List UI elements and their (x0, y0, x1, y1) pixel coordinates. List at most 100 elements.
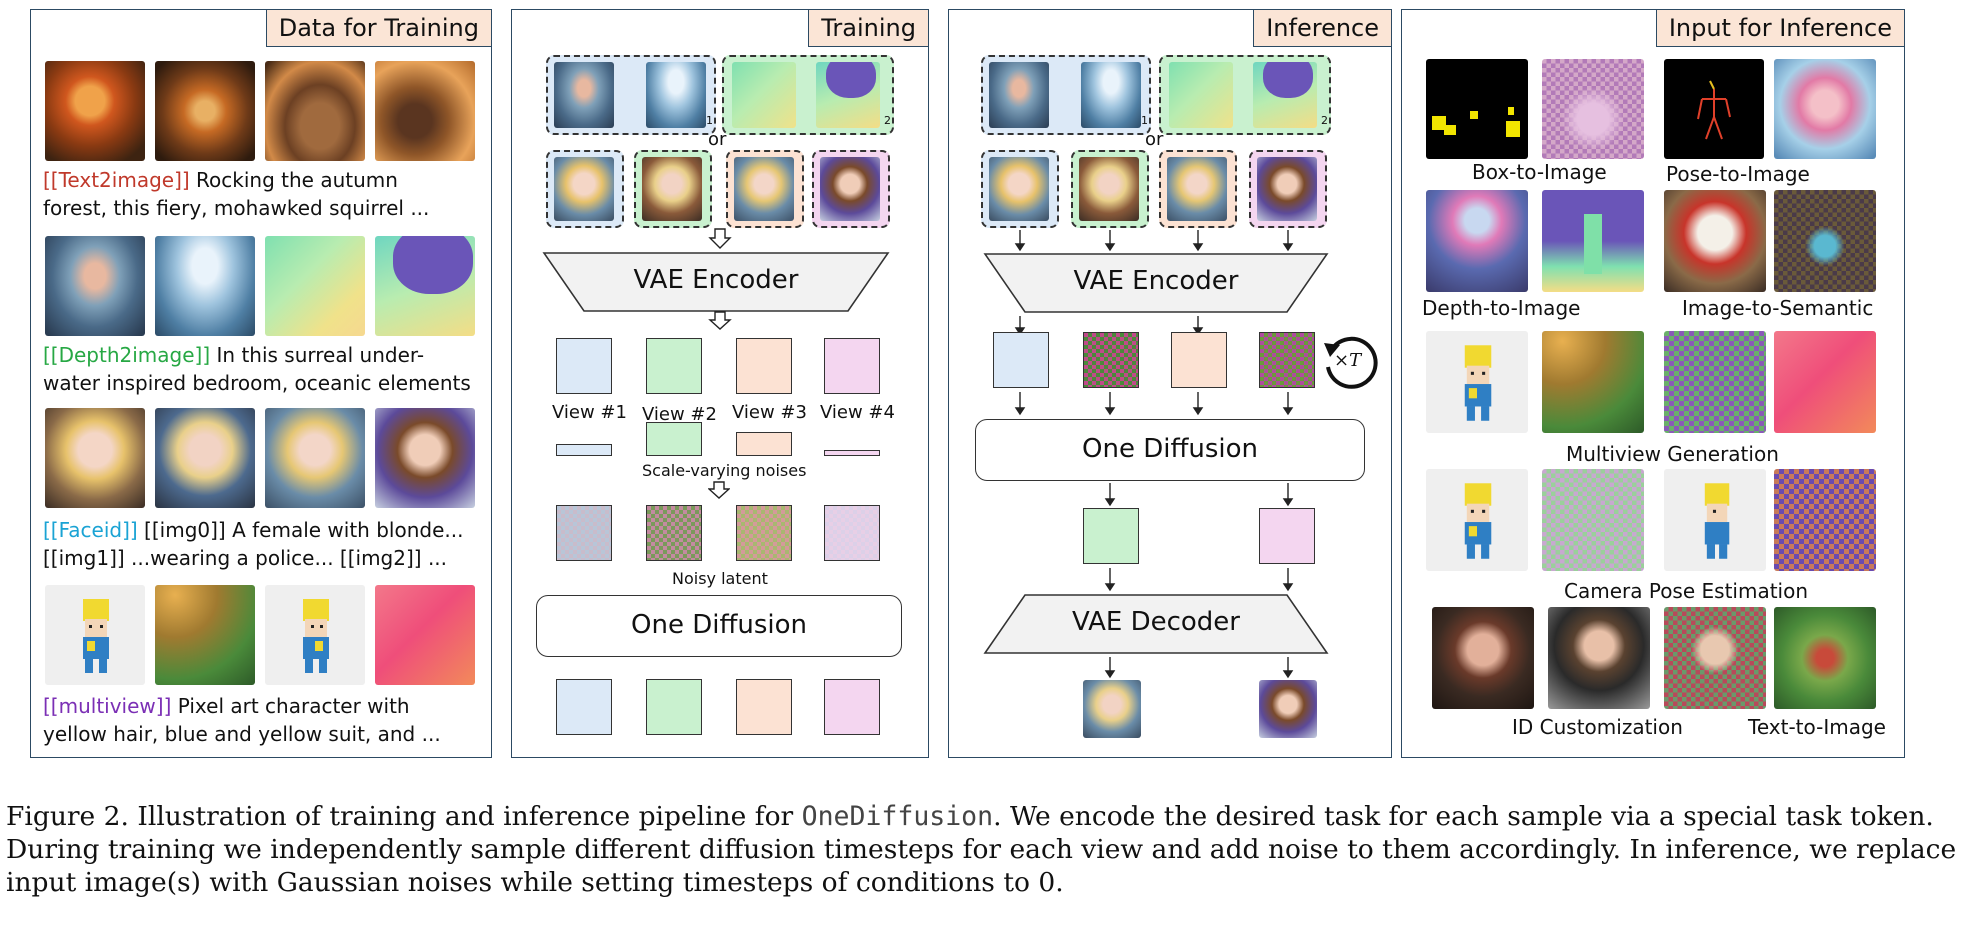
pixel-character-image (1426, 469, 1528, 571)
noise-latent-4 (1259, 332, 1315, 388)
bedroom-image-2 (155, 236, 255, 336)
group-number: 2 (1321, 114, 1328, 127)
pose-condition-image (1664, 59, 1764, 159)
latent-view-1 (556, 338, 612, 394)
one-diffusion-block: One Diffusion (536, 595, 902, 657)
latent-view-2 (646, 338, 702, 394)
encoder-label: VAE Encoder (1073, 266, 1239, 296)
depth-map-2 (375, 236, 475, 336)
caption-faceid: [[Faceid]] [[img0]] A female with blonde… (43, 518, 464, 570)
bedroom-thumb-1 (554, 62, 614, 128)
one-diffusion-block: One Diffusion (975, 419, 1365, 481)
noise-label: Scale-varying noises (642, 461, 807, 480)
view-label-3: View #3 (732, 402, 807, 423)
bedroom-image-1 (45, 236, 145, 336)
squirrel-image-2 (155, 61, 255, 161)
id-customization-label: ID Customization (1512, 715, 1683, 739)
noise-latent-2 (1083, 332, 1139, 388)
group-number: 1 (1141, 114, 1148, 127)
or-label: or (1145, 129, 1164, 150)
task-tag: [[Faceid]] (43, 518, 138, 542)
arrows-to-diffusion (1014, 392, 1294, 416)
face-thumb-1 (554, 157, 614, 221)
noisy-latent-3 (736, 505, 792, 561)
id-reference-image (1432, 607, 1534, 709)
yellow-box (1444, 125, 1456, 135)
t2i-noise-image (1664, 607, 1766, 709)
task-tag: [[Depth2image]] (43, 343, 211, 367)
depth-thumb-2 (1253, 62, 1317, 128)
box-condition-image (1426, 59, 1528, 159)
id-output-image (1548, 607, 1650, 709)
face-thumb-2 (1079, 157, 1139, 221)
bedroom-thumb-2 (646, 62, 706, 128)
training-panel: Training 1 2 or VAE Encoder View #1 View… (511, 9, 929, 758)
view-label-4: View #4 (820, 402, 895, 423)
vae-decoder-block: VAE Decoder (983, 593, 1329, 655)
noise-bar-1 (556, 444, 612, 456)
output-view-2 (646, 679, 702, 735)
yellow-box (1508, 107, 1514, 115)
multiview-noise-image (1664, 331, 1766, 433)
depth-blob (1263, 62, 1313, 98)
depth-blob (826, 62, 876, 98)
input-for-inference-panel: Input for Inference Box-to-Image Pose-to… (1401, 9, 1905, 758)
pixel-character-image-2 (265, 585, 365, 685)
bedroom-thumb-1 (989, 62, 1049, 128)
pixel-character-image (1426, 331, 1528, 433)
bedroom-thumb-2 (1081, 62, 1141, 128)
code-name: OneDiffusion (801, 801, 994, 832)
depth-to-image-label: Depth-to-Image (1422, 296, 1581, 320)
semantic-noise-image (1774, 190, 1876, 292)
arrows-to-latents (1014, 316, 1204, 336)
depth-thumb-2 (816, 62, 880, 128)
pose-to-image-label: Pose-to-Image (1666, 162, 1810, 186)
arrows-from-diffusion (1104, 483, 1294, 507)
pose-output-image (1774, 59, 1876, 159)
latent-view-3 (1171, 332, 1227, 388)
generated-face-2 (1259, 680, 1317, 738)
face-image-2 (155, 408, 255, 508)
depth-blob (393, 236, 473, 294)
depth-thumb-1 (1169, 62, 1233, 128)
face-thumb-1 (989, 157, 1049, 221)
view-label-2: View #2 (642, 404, 717, 425)
diffusion-label: One Diffusion (631, 610, 807, 640)
latent-view-3 (736, 338, 792, 394)
noise-gradient-pink (1774, 331, 1876, 433)
noise-gradient-pink (375, 585, 475, 685)
inference-panel: Inference 1 2 or VAE Encoder (948, 9, 1392, 758)
generated-face-1 (1083, 680, 1141, 738)
arrows-to-outputs (1104, 657, 1294, 679)
hollow-arrow-icon (708, 481, 730, 499)
or-label: or (708, 129, 727, 150)
face-image-1 (45, 408, 145, 508)
decoder-label: VAE Decoder (1071, 607, 1240, 637)
camera-noise-image-2 (1774, 469, 1876, 571)
panel-title: Training (808, 10, 928, 47)
depth-thumb-1 (732, 62, 796, 128)
task-tag: [[multiview]] (43, 694, 172, 718)
arrows-to-decoder (1104, 568, 1294, 592)
depth-column (1584, 214, 1602, 274)
panel-title: Inference (1253, 10, 1391, 47)
hollow-arrow-icon (708, 228, 732, 249)
output-view-4 (824, 679, 880, 735)
output-view-3 (736, 679, 792, 735)
image-to-semantic-label: Image-to-Semantic (1682, 296, 1874, 320)
latent-view-4 (824, 338, 880, 394)
depth-output-image (1426, 190, 1528, 292)
noise-bar-4 (824, 450, 880, 456)
vae-encoder-block: VAE Encoder (542, 251, 890, 313)
encoder-label: VAE Encoder (633, 265, 799, 295)
multiview-generation-label: Multiview Generation (1566, 442, 1779, 466)
noise-gradient-green (155, 585, 255, 685)
camera-pose-label: Camera Pose Estimation (1564, 579, 1809, 603)
caption-multiview: [[multiview]] Pixel art character with y… (43, 694, 441, 746)
noisy-latent-4 (824, 505, 880, 561)
yellow-box (1470, 111, 1478, 119)
face-thumb-4 (1257, 157, 1317, 221)
pixel-character-image-1 (45, 585, 145, 685)
text-to-image-label: Text-to-Image (1748, 715, 1886, 739)
face-thumb-2 (642, 157, 702, 221)
